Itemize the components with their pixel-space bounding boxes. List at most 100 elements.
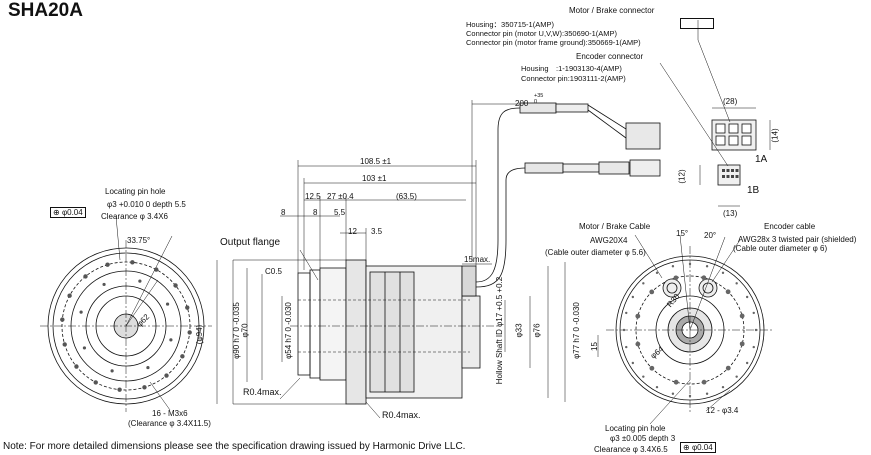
- dim-28: (28): [723, 97, 738, 106]
- angle-20: 20°: [704, 231, 717, 240]
- mounting-hole: [635, 341, 641, 347]
- mounting-hole: [82, 346, 87, 350]
- mounting-hole: [180, 354, 185, 359]
- mounting-hole: [173, 283, 178, 288]
- mounting-hole: [130, 260, 135, 265]
- mounting-hole: [169, 338, 173, 342]
- motor-connector-pin-uvw: Connector pin (motor U,V,W):350690-1(AMP…: [466, 29, 618, 38]
- mounting-hole: [625, 345, 628, 349]
- mounting-hole: [752, 345, 755, 349]
- dim-27: 27 ±0.4: [327, 192, 354, 201]
- mounting-hole: [67, 293, 72, 298]
- connector-pin: [728, 135, 739, 146]
- mounting-hole: [739, 313, 745, 319]
- mounting-hole: [705, 265, 709, 268]
- mounting-hole: [185, 305, 190, 310]
- angle-15: 15°: [676, 229, 689, 238]
- mounting-hole: [60, 317, 65, 322]
- screw-clearance: (Clearance φ 3.4X11.5): [128, 419, 211, 428]
- dim-body-length: 103 ±1: [362, 174, 387, 183]
- mounting-hole: [671, 392, 675, 395]
- motor-brake-connector-heading: Motor / Brake connector: [569, 6, 655, 15]
- mounting-hole: [622, 328, 626, 332]
- dim-12-connector: (12): [677, 169, 687, 184]
- mounting-hole: [735, 282, 738, 285]
- mounting-hole: [655, 271, 659, 275]
- mounting-hole: [93, 380, 98, 385]
- encoder-cable-label: Encoder cable: [764, 222, 816, 231]
- locating-pin-heading: Locating pin hole: [105, 187, 166, 196]
- dim-12-5: 12.5: [305, 192, 321, 201]
- encoder-cable-od: (Cable outer diameter φ 6): [733, 244, 828, 253]
- mounting-hole: [701, 379, 707, 385]
- mounting-hole: [721, 385, 725, 389]
- mounting-hole: [725, 289, 731, 295]
- mounting-hole: [631, 295, 635, 299]
- mounting-hole: [688, 262, 692, 266]
- connector-pin: [715, 123, 726, 134]
- mounting-hole: [154, 267, 159, 272]
- mounting-holes-right: [622, 262, 758, 398]
- motor-connector-pin-frame: Connector pin (motor frame ground):35066…: [466, 38, 641, 47]
- radius-label-2: R0.4max.: [382, 410, 421, 420]
- encoder-pin-grid: [722, 169, 739, 178]
- output-flange-label: Output flange: [220, 237, 281, 248]
- connector-drawing: [699, 107, 771, 207]
- position-tolerance-icon: ⊕: [683, 443, 690, 452]
- dim-phi90: φ90 h7 0 -0.035: [231, 302, 241, 359]
- awg-motor: AWG20X4: [590, 236, 628, 245]
- mounting-hole: [164, 373, 169, 378]
- radius-label-1: R0.4max.: [243, 387, 282, 397]
- mounting-holes-left: [60, 260, 192, 392]
- connector-pin: [726, 169, 730, 172]
- encoder-connector-housing: Housing :1-1903130-4(AMP): [521, 64, 622, 73]
- dim-cable-length: 200: [515, 99, 529, 108]
- side-dimensions: [216, 100, 566, 405]
- dim-hollow-shaft: Hollow Shaft ID φ17 +0.5 +0.2: [495, 276, 505, 385]
- locating-pin-right: Locating pin hole: [605, 424, 666, 433]
- encoder-connector-pin: Connector pin:1903111-2(AMP): [521, 74, 626, 83]
- mounting-hole: [79, 310, 83, 314]
- angle-left: 33.75°: [127, 236, 151, 245]
- side-view: [290, 102, 661, 405]
- mounting-hole: [725, 365, 731, 371]
- mounting-hole: [138, 279, 142, 283]
- clearance-right: Clearance φ 3.4X6.5: [594, 445, 668, 454]
- connector-pin: [722, 175, 725, 178]
- connector-pin: [728, 123, 739, 134]
- mounting-hole: [673, 275, 679, 281]
- tolerance-value: φ0.04: [691, 443, 713, 452]
- mounting-hole: [739, 341, 745, 347]
- tolerance-box-left: ⊕ φ0.04: [50, 207, 86, 218]
- mounting-hole: [62, 342, 67, 347]
- dim-5-5: 5.5: [334, 208, 346, 217]
- motor-connector-housing: Housing：350715-1(AMP): [466, 20, 554, 29]
- mounting-hole: [146, 365, 150, 370]
- dim-3-5: 3.5: [371, 227, 383, 236]
- mounting-hole: [642, 282, 645, 285]
- mounting-hole: [752, 311, 755, 315]
- tolerance-box-right: ⊕ φ0.04: [680, 442, 716, 453]
- tolerance-value: φ0.04: [61, 208, 83, 217]
- mounting-hole: [105, 262, 110, 267]
- connector-pin: [741, 123, 752, 134]
- screw-spec: 16 - M3x6: [152, 409, 188, 418]
- clearance-left: Clearance φ 3.4X6: [101, 212, 169, 221]
- mounting-hole: [705, 392, 709, 395]
- dim-phi70: φ70: [240, 323, 250, 338]
- connector-pin: [741, 135, 752, 146]
- dim-14: (14): [770, 128, 780, 143]
- locating-pin-spec-right: φ3 ±0.005 depth 3: [610, 434, 676, 443]
- clearance-15max: 15max.: [464, 255, 491, 264]
- connector-pin: [731, 169, 734, 172]
- page-title: SHA20A: [8, 0, 83, 21]
- mounting-hole: [745, 295, 749, 299]
- holes-right: 12 - φ3.4: [706, 406, 739, 415]
- leader-lines: [115, 20, 741, 425]
- left-front-view: [40, 235, 212, 412]
- mounting-hole: [102, 282, 106, 287]
- connector-pin: [726, 175, 730, 178]
- mounting-hole: [74, 364, 79, 369]
